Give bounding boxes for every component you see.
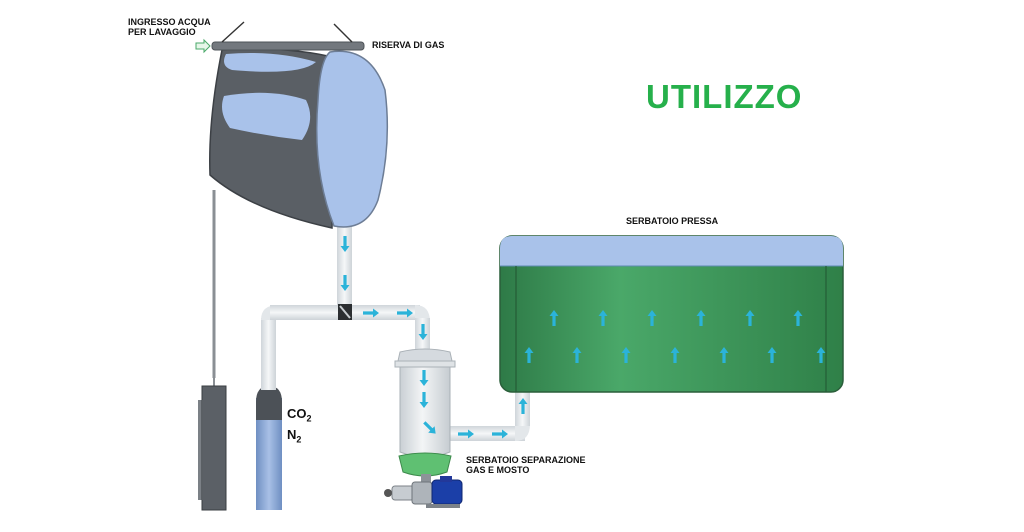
flow-arrow-icon bbox=[418, 324, 428, 340]
gas-reserve-cylinder bbox=[198, 385, 227, 511]
flow-arrow-icon bbox=[793, 310, 803, 326]
upper-storage-tank bbox=[209, 48, 389, 229]
label-water-inlet-line1: INGRESSO ACQUA bbox=[128, 17, 211, 27]
flow-arrow-icon bbox=[518, 398, 528, 414]
flow-arrow-icon bbox=[621, 347, 631, 363]
label-gas-reserve: RISERVA DI GAS bbox=[372, 40, 445, 50]
label-water-inlet: INGRESSO ACQUA PER LAVAGGIO bbox=[128, 17, 211, 37]
valve bbox=[338, 304, 352, 320]
flow-arrow-icon bbox=[419, 370, 429, 386]
separation-tank bbox=[394, 348, 456, 482]
flow-arrow-icon bbox=[423, 421, 436, 434]
pipe-network bbox=[261, 226, 530, 441]
flow-arrow-icon bbox=[492, 429, 508, 439]
label-separation-tank: SERBATOIO SEPARAZIONE GAS E MOSTO bbox=[466, 455, 586, 475]
flow-arrow-icon bbox=[363, 308, 379, 318]
flow-arrow-icon bbox=[524, 347, 534, 363]
flow-arrow-icon bbox=[767, 347, 777, 363]
flow-arrow-icon bbox=[419, 392, 429, 408]
flow-arrow-icon bbox=[458, 429, 474, 439]
flow-arrow-icon bbox=[598, 310, 608, 326]
flow-arrow-icon bbox=[397, 308, 413, 318]
label-co2-n2: CO2 N2 bbox=[287, 406, 312, 447]
flow-arrow-icon bbox=[816, 347, 826, 363]
label-separation-tank-line1: SERBATOIO SEPARAZIONE bbox=[466, 455, 586, 465]
flow-arrow-icon bbox=[647, 310, 657, 326]
flow-arrow-icon bbox=[719, 347, 729, 363]
press-tank bbox=[499, 235, 844, 393]
pump-motor bbox=[384, 476, 463, 508]
label-co2: CO2 bbox=[287, 406, 312, 424]
page-title: UTILIZZO bbox=[646, 78, 803, 115]
flow-arrow-icon bbox=[572, 347, 582, 363]
flow-arrows bbox=[340, 236, 826, 439]
co2-n2-cylinder bbox=[256, 386, 282, 510]
flow-arrow-icon bbox=[670, 347, 680, 363]
label-press-tank: SERBATOIO PRESSA bbox=[626, 216, 719, 226]
flow-arrow-icon bbox=[745, 310, 755, 326]
flow-arrow-icon bbox=[696, 310, 706, 326]
label-separation-tank-line2: GAS E MOSTO bbox=[466, 465, 530, 475]
label-water-inlet-line2: PER LAVAGGIO bbox=[128, 27, 196, 37]
top-manifold bbox=[211, 21, 365, 51]
water-inlet-arrow-icon bbox=[195, 38, 211, 54]
flow-arrow-icon bbox=[340, 236, 350, 252]
flow-arrow-icon bbox=[340, 275, 350, 291]
label-n2: N2 bbox=[287, 426, 302, 445]
flow-arrow-icon bbox=[549, 310, 559, 326]
